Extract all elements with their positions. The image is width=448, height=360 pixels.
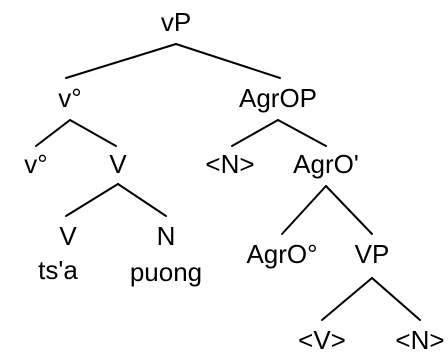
node-v-trace: <V> xyxy=(298,325,346,355)
node-v-deg-2: v° xyxy=(24,149,48,179)
edge-vp-top-to-agrop xyxy=(175,43,281,79)
edge-agrop-to-agro-bar xyxy=(277,119,327,147)
node-n-trace: <N> xyxy=(205,149,255,179)
edge-vp-lower-to-n-trace-2 xyxy=(371,277,421,321)
node-vp-lower: VP xyxy=(354,239,390,269)
edge-v-upper-to-v-lower xyxy=(65,183,119,217)
node-vp-top: vP xyxy=(160,7,192,37)
node-n-lower: N xyxy=(156,221,176,251)
node-agrop: AgrOP xyxy=(238,83,318,113)
node-agro-bar: AgrO' xyxy=(293,149,359,179)
edge-agro-bar-to-agro-deg xyxy=(281,185,327,235)
edge-v-deg-1-to-v-upper xyxy=(69,119,117,147)
edge-agro-bar-to-vp-lower xyxy=(325,185,373,235)
edge-agrop-to-n-trace xyxy=(231,119,279,147)
node-v-deg-1: v° xyxy=(58,83,82,113)
edge-vp-top-to-v-deg-1 xyxy=(65,43,177,79)
node-agro-deg: AgrO° xyxy=(246,239,318,269)
node-v-upper: V xyxy=(109,149,127,179)
node-n-trace-2: <N> xyxy=(395,325,445,355)
node-v-lower: V xyxy=(59,221,77,251)
edge-vp-lower-to-v-trace xyxy=(321,277,373,321)
word-puong: puong xyxy=(129,257,203,287)
word-tsa: ts'a xyxy=(38,255,78,285)
edge-v-deg-1-to-v-deg-2 xyxy=(35,119,71,147)
edge-v-upper-to-n-lower xyxy=(117,183,167,217)
